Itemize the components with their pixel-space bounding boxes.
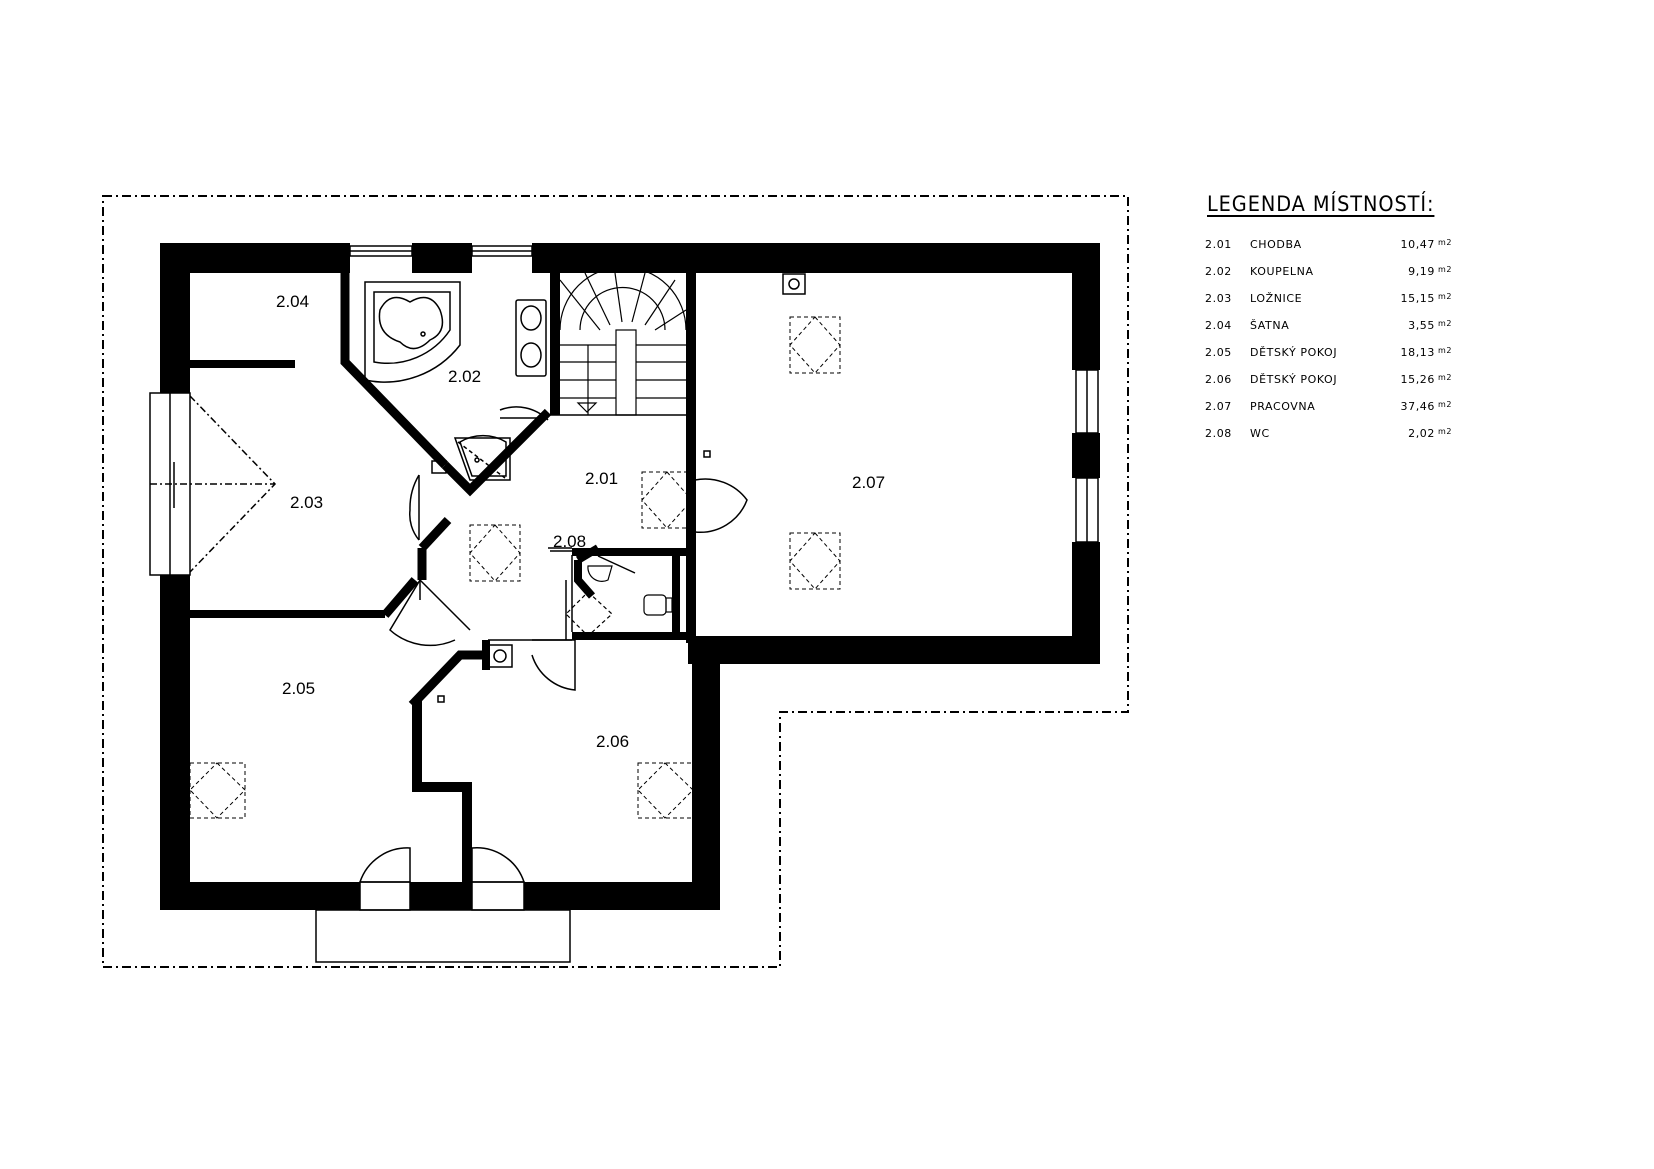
legend-room-unit: m2 (1438, 400, 1453, 409)
legend-row: 2.01 CHODBA 10,47 m2 (1205, 238, 1505, 265)
windows (149, 245, 1099, 911)
legend-row: 2.08 WC 2,02 m2 (1205, 427, 1505, 454)
legend-room-unit: m2 (1438, 346, 1453, 355)
room-label-2-03: 2.03 (290, 493, 323, 512)
legend-room-name: LOŽNICE (1250, 292, 1303, 305)
wc-fixtures (565, 565, 673, 637)
wall-lines (419, 414, 696, 641)
legend-room-number: 2.07 (1205, 400, 1232, 413)
legend-room-unit: m2 (1438, 238, 1453, 247)
walls (160, 243, 1100, 910)
legend-room-name: DĚTSKÝ POKOJ (1250, 346, 1338, 359)
room-label-2-02: 2.02 (448, 367, 481, 386)
legend-room-unit: m2 (1438, 265, 1453, 274)
legend-room-area: 15,15 (1400, 292, 1435, 305)
legend-title: LEGENDA MÍSTNOSTÍ: (1207, 192, 1435, 216)
room-label-2-04: 2.04 (276, 292, 309, 311)
legend-row: 2.06 DĚTSKÝ POKOJ 15,26 m2 (1205, 373, 1505, 400)
legend-room-name: ŠATNA (1250, 319, 1290, 332)
legend-room-name: WC (1250, 427, 1270, 440)
legend-room-unit: m2 (1438, 427, 1453, 436)
legend-room-name: PRACOVNA (1250, 400, 1316, 413)
legend-room-number: 2.04 (1205, 319, 1232, 332)
legend-room-area: 9,19 (1408, 265, 1435, 278)
room-label-2-01: 2.01 (585, 469, 618, 488)
doors (359, 406, 748, 883)
legend-rows: 2.01 CHODBA 10,47 m2 2.02 KOUPELNA 9,19 … (1205, 238, 1505, 454)
legend-room-name: CHODBA (1250, 238, 1302, 251)
legend-row: 2.07 PRACOVNA 37,46 m2 (1205, 400, 1505, 427)
bathroom-fixtures (364, 281, 547, 481)
legend-room-number: 2.02 (1205, 265, 1232, 278)
legend-room-number: 2.08 (1205, 427, 1232, 440)
legend-room-unit: m2 (1438, 373, 1453, 382)
legend-room-unit: m2 (1438, 292, 1453, 301)
legend-room-name: DĚTSKÝ POKOJ (1250, 373, 1338, 386)
room-label-2-05: 2.05 (282, 679, 315, 698)
legend-room-number: 2.06 (1205, 373, 1232, 386)
staircase (559, 266, 687, 416)
legend-room-unit: m2 (1438, 319, 1453, 328)
legend-room-area: 10,47 (1400, 238, 1435, 251)
dormer (150, 395, 277, 573)
legend-room-area: 18,13 (1400, 346, 1435, 359)
legend-room-area: 3,55 (1408, 319, 1435, 332)
legend-room-area: 15,26 (1400, 373, 1435, 386)
legend-room-area: 37,46 (1400, 400, 1435, 413)
legend-room-area: 2,02 (1408, 427, 1435, 440)
legend-room-number: 2.01 (1205, 238, 1232, 251)
legend-row: 2.02 KOUPELNA 9,19 m2 (1205, 265, 1505, 292)
legend-room-number: 2.03 (1205, 292, 1232, 305)
room-label-2-06: 2.06 (596, 732, 629, 751)
legend-row: 2.04 ŠATNA 3,55 m2 (1205, 319, 1505, 346)
diagonal-walls (340, 273, 601, 709)
legend-row: 2.05 DĚTSKÝ POKOJ 18,13 m2 (1205, 346, 1505, 373)
roof-outline (102, 195, 1129, 968)
room-legend: LEGENDA MÍSTNOSTÍ: 2.01 CHODBA 10,47 m2 … (1205, 192, 1505, 454)
legend-room-number: 2.05 (1205, 346, 1232, 359)
balcony (315, 909, 571, 963)
legend-room-name: KOUPELNA (1250, 265, 1314, 278)
legend-row: 2.03 LOŽNICE 15,15 m2 (1205, 292, 1505, 319)
skylights (189, 316, 841, 819)
room-label-2-07: 2.07 (852, 473, 885, 492)
room-label-2-08: 2.08 (553, 532, 586, 551)
chimneys (437, 273, 806, 703)
